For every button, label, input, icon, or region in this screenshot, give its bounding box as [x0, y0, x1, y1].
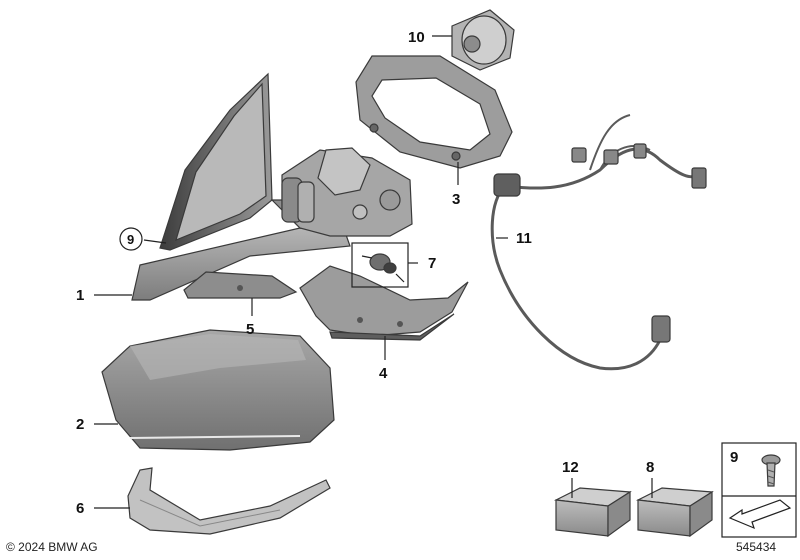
mirror-frame-part	[355, 55, 513, 169]
callout-11: 11	[516, 230, 532, 247]
callout-10: 10	[408, 29, 425, 46]
callout-5: 5	[246, 321, 254, 338]
callout-12: 12	[562, 459, 579, 476]
copyright-text: © 2024 BMW AG	[6, 540, 98, 554]
wiring-harness-part	[490, 114, 707, 371]
mirror-base-part	[131, 72, 413, 301]
lower-cover-part	[299, 265, 469, 341]
callout-9-circle	[119, 227, 143, 251]
callout-7: 7	[428, 255, 436, 272]
callout-6: 6	[76, 500, 84, 517]
mirror-actuator-part	[451, 9, 515, 71]
callout-9-box: 9	[730, 449, 738, 466]
diagram-number: 545434	[736, 540, 777, 554]
leader-lines	[94, 35, 653, 509]
mirror-cap-part	[101, 329, 335, 451]
direction-arrow-icon	[728, 499, 792, 530]
callout-9-mirror: 9	[127, 232, 134, 247]
callout-1: 1	[76, 287, 84, 304]
callout-3: 3	[452, 191, 460, 208]
callout-8: 8	[646, 459, 654, 476]
callout-2: 2	[76, 416, 84, 433]
part-8-box	[635, 487, 714, 538]
puddle-lamp-callout-box	[351, 242, 409, 288]
callout-4: 4	[379, 365, 388, 382]
screw-detail-box	[721, 442, 797, 538]
part-12-box	[553, 487, 632, 538]
lower-trim-part	[183, 271, 298, 299]
puddle-lamp-part	[351, 242, 409, 288]
turn-signal-part	[127, 467, 331, 535]
